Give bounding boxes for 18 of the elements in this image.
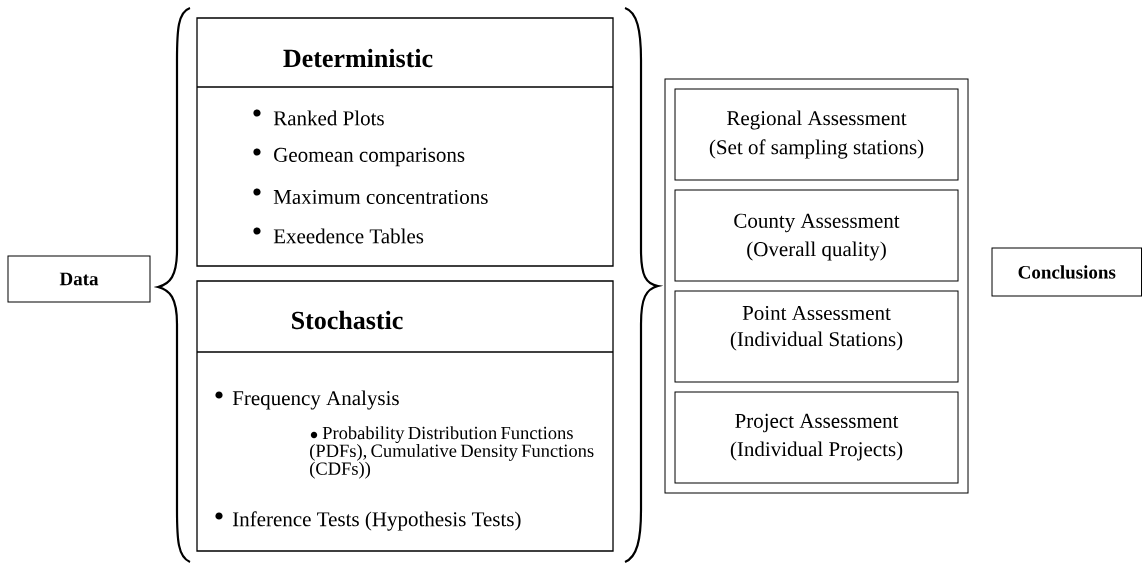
assessment-box: Regional Assessment (Set of sampling stations) xyxy=(674,88,959,181)
bullet-item: Probability Distribution Functions (PDFs), Cumulative Density Functions (CDFs)) xyxy=(310,426,594,479)
bullet-item: Inference Tests (Hypothesis Tests) xyxy=(215,511,521,531)
bullet-item: Ranked Plots xyxy=(253,109,384,126)
method-panel xyxy=(196,17,614,267)
label-box: Conclusions xyxy=(991,247,1142,297)
panel-heading: Stochastic xyxy=(292,310,403,330)
assessment-box: County Assessment (Overall quality) xyxy=(674,189,959,282)
group-frame xyxy=(664,78,969,494)
bullet-item: Exeedence Tables xyxy=(253,227,424,244)
method-panel xyxy=(196,280,614,552)
assessment-box: Project Assessment (Individual Projects) xyxy=(674,391,959,484)
bullet-item: Geomean comparisons xyxy=(253,147,465,167)
bullet-item: Maximum concentrations xyxy=(253,188,488,205)
label-box: Data xyxy=(7,255,151,303)
bullet-item: Frequency Analysis xyxy=(215,390,399,410)
assessment-box: Point Assessment (Individual Stations) xyxy=(674,290,959,383)
panel-heading: Deterministic xyxy=(283,48,433,68)
